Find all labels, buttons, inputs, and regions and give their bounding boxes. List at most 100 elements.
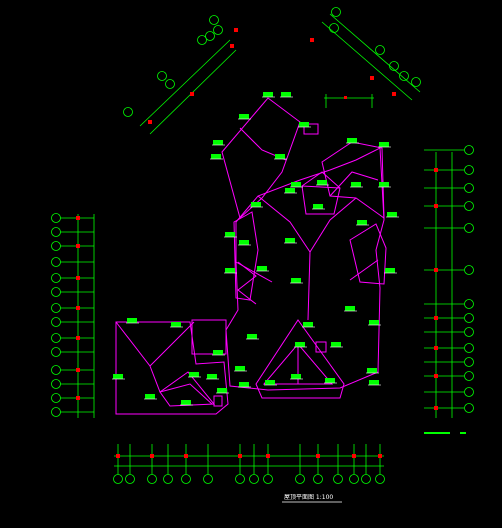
- grid-tick: [434, 268, 438, 272]
- chimney-lower: [315, 341, 327, 353]
- axis-bubble: [464, 183, 474, 193]
- elevation-flag: [291, 374, 301, 379]
- elevation-markers: [112, 92, 399, 406]
- elevation-flag: [291, 182, 301, 187]
- grid-tick: [184, 454, 188, 458]
- grid-tick: [434, 204, 438, 208]
- axis-bubble: [249, 474, 259, 484]
- elevation-flag: [171, 322, 181, 327]
- axis-bubble: [147, 474, 157, 484]
- axis-grid-diagonal-left: [123, 15, 238, 135]
- elevation-flag: [181, 400, 191, 405]
- elevation-flag: [239, 240, 249, 245]
- elevation-flag: [357, 220, 367, 225]
- axis-line: [321, 21, 413, 101]
- grid-tick: [76, 336, 80, 340]
- axis-bubble: [331, 7, 341, 17]
- roof-left-wing: [115, 321, 229, 415]
- axis-bubble: [197, 35, 207, 45]
- axis-bubble: [464, 145, 474, 155]
- roof-connector-block: [191, 319, 227, 355]
- dimension-tick-red: [344, 96, 347, 99]
- grid-tick: [266, 454, 270, 458]
- elevation-flag: [213, 350, 223, 355]
- axis-bubble: [329, 23, 339, 33]
- axis-bubble: [113, 474, 123, 484]
- grid-tick: [150, 454, 154, 458]
- axis-bubble: [389, 61, 399, 71]
- axis-bubble: [464, 371, 474, 381]
- axis-bubble: [464, 299, 474, 309]
- grid-tick: [392, 92, 396, 96]
- elevation-flag: [145, 394, 155, 399]
- elevation-flag: [369, 380, 379, 385]
- roof-hip-lines: [257, 195, 357, 253]
- grid-tick: [76, 368, 80, 372]
- grid-tick: [76, 216, 80, 220]
- axis-bubble: [464, 265, 474, 275]
- elevation-flag: [275, 154, 285, 159]
- roof-outline: [115, 97, 387, 415]
- elevation-flag: [285, 188, 295, 193]
- axis-bubble: [181, 474, 191, 484]
- grid-tick: [316, 454, 320, 458]
- grid-tick: [378, 454, 382, 458]
- axis-bubble: [203, 474, 213, 484]
- roof-tower-ridge: [301, 185, 341, 189]
- axis-bubble: [464, 387, 474, 397]
- axis-bubble: [213, 25, 223, 35]
- roof-hip-right: [349, 259, 379, 281]
- axis-bubble: [361, 474, 371, 484]
- drawing-title: 屋顶平面图 1:100: [284, 494, 333, 501]
- elevation-flag: [217, 388, 227, 393]
- elevation-flag: [295, 342, 305, 347]
- grid-tick: [76, 276, 80, 280]
- axis-bubble: [51, 393, 61, 403]
- elevation-flag: [385, 268, 395, 273]
- axis-bubble: [263, 474, 273, 484]
- elevation-flag: [263, 92, 273, 97]
- axis-grid-right: [424, 145, 474, 418]
- grid-tick: [434, 406, 438, 410]
- elevation-flag: [313, 204, 323, 209]
- elevation-flag: [345, 306, 355, 311]
- axis-bubble: [464, 403, 474, 413]
- axis-bubble: [51, 303, 61, 313]
- grid-tick: [76, 306, 80, 310]
- axis-bubble: [464, 223, 474, 233]
- axis-grid-bottom: [113, 444, 385, 484]
- roof-lower-step: [255, 319, 345, 399]
- elevation-flag: [291, 278, 301, 283]
- grid-tick: [230, 44, 234, 48]
- chimney-left: [213, 395, 223, 407]
- elevation-flag: [211, 154, 221, 159]
- elevation-flag: [127, 318, 137, 323]
- axis-bubble: [464, 165, 474, 175]
- grid-tick: [238, 454, 242, 458]
- elevation-flag: [317, 180, 327, 185]
- elevation-flag: [281, 92, 291, 97]
- elevation-flag: [369, 320, 379, 325]
- axis-bubble: [51, 379, 61, 389]
- axis-bubble: [295, 474, 305, 484]
- grid-tick: [310, 38, 314, 42]
- axis-bubble: [51, 257, 61, 267]
- axis-grid-diagonal-right: [310, 7, 421, 101]
- roof-left-service-hatch: [237, 261, 257, 305]
- axis-bubble: [464, 343, 474, 353]
- elevation-flag: [207, 374, 217, 379]
- grid-tick: [148, 120, 152, 124]
- axis-bubble: [51, 227, 61, 237]
- axis-bubble: [125, 474, 135, 484]
- axis-bubble: [51, 407, 61, 417]
- elevation-flag: [379, 142, 389, 147]
- axis-bubble: [165, 79, 175, 89]
- elevation-flag: [285, 238, 295, 243]
- grid-tick: [434, 374, 438, 378]
- axis-bubble: [205, 31, 215, 41]
- axis-bubble: [349, 474, 359, 484]
- roof-tower: [301, 171, 341, 215]
- grid-tick: [434, 316, 438, 320]
- grid-tick: [352, 454, 356, 458]
